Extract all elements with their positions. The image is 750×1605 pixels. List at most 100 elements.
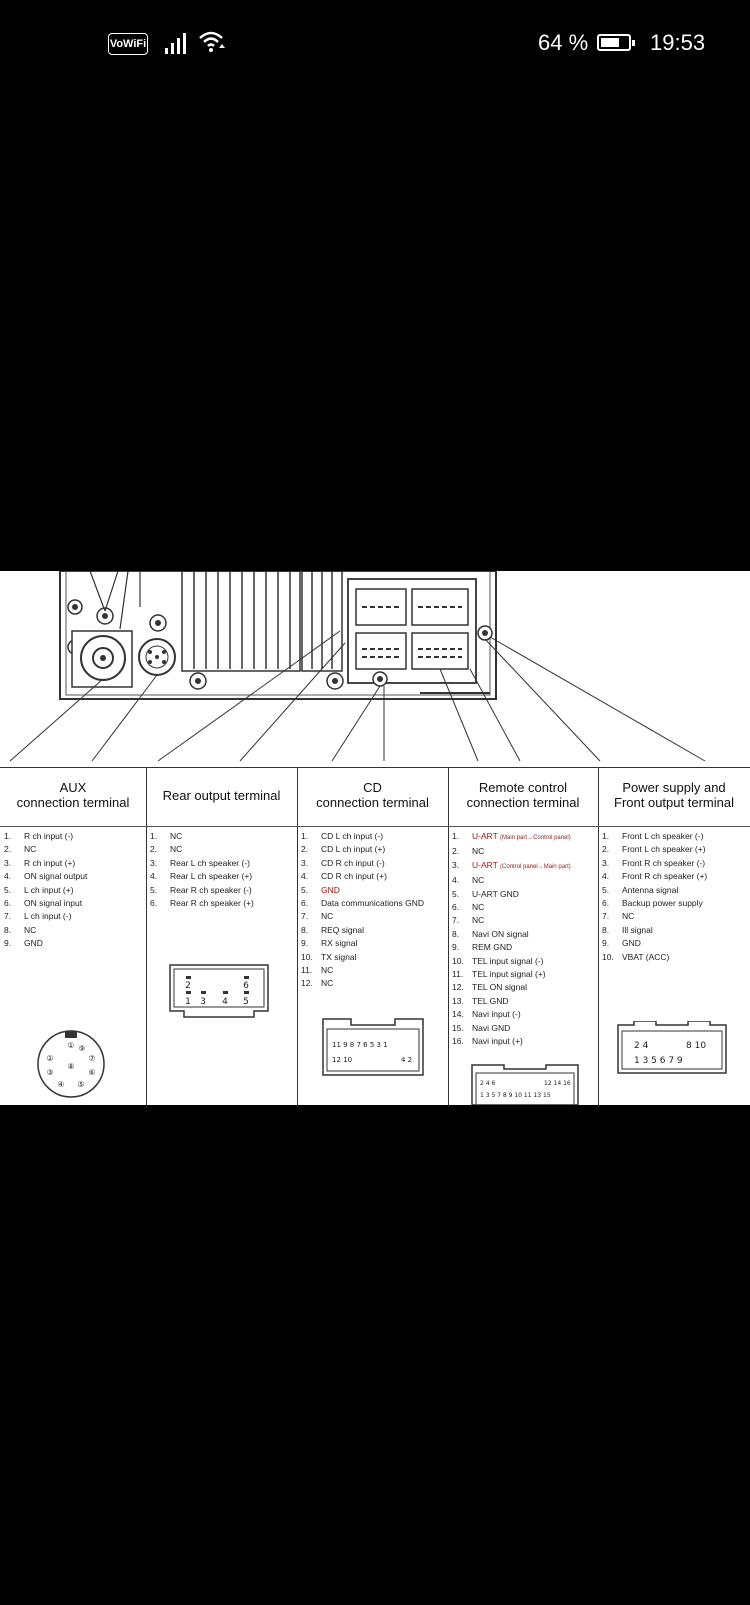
svg-text:6: 6 — [243, 981, 249, 991]
svg-text:11 9 8 7 6 5 3 1: 11 9 8 7 6 5 3 1 — [332, 1041, 388, 1049]
power-supply-pin-list: 1.Front L ch speaker (-) 2.Front L ch sp… — [602, 830, 748, 964]
rear-output-pin-list: 1.NC 2.NC 3.Rear L ch speaker (-) 4.Rear… — [150, 830, 295, 910]
pin-row: 7.NC — [301, 911, 334, 922]
column-divider — [448, 767, 449, 1105]
svg-text:5: 5 — [243, 997, 249, 1007]
svg-text:2: 2 — [185, 981, 191, 991]
aux-pin-list: 1.R ch input (-) 2.NC 3.R ch input (+) 4… — [4, 830, 144, 951]
pin-row: 8.NC — [4, 924, 37, 935]
pin-row: 9.RX signal — [301, 938, 358, 949]
pin-row: 10.TX signal — [301, 951, 357, 962]
svg-text:1 3 5 6 7 9: 1 3 5 6 7 9 — [634, 1056, 683, 1066]
pin-row: 7.NC — [602, 911, 635, 922]
table-top-rule — [0, 767, 750, 768]
vowifi-icon: VoWiFi — [108, 33, 148, 55]
pin-row: 5.Antenna signal — [602, 884, 679, 895]
pin-row: 12.NC — [301, 978, 334, 989]
svg-text:1: 1 — [185, 997, 191, 1007]
pin-row: 3.Rear L ch speaker (-) — [150, 857, 250, 868]
pin-row: 15.Navi GND — [452, 1022, 511, 1033]
svg-text:4 2: 4 2 — [401, 1056, 412, 1064]
pin-row: 4.Front R ch speaker (+) — [602, 871, 708, 882]
pin-row: 11.NC — [301, 965, 334, 976]
status-bar: VoWiFi 64 % 19:53 — [0, 0, 750, 90]
pin-row: 7.NC — [452, 915, 485, 926]
rear-output-connector-diagram: 2 6 1 3 4 5 — [169, 964, 269, 1018]
pin-row: 1.Front L ch speaker (-) — [602, 831, 704, 841]
remote-control-pin-list: 1.U-ART (Main part→Control panel) 2.NC 3… — [452, 830, 596, 1049]
battery-icon — [597, 34, 635, 51]
aux-connector-diagram: ① ② ③ ④ ⑤ ⑥ ⑦ ⑧ ⑨ — [37, 1030, 105, 1098]
signal-icon — [165, 32, 191, 54]
rear-output-terminal-title: Rear output terminal — [162, 787, 281, 803]
svg-text:⑧: ⑧ — [67, 1062, 74, 1071]
pin-row: 16.Navi input (+) — [452, 1036, 523, 1047]
pin-row: 5.L ch input (+) — [4, 884, 74, 895]
pin-row: 6.NC — [452, 902, 485, 913]
pin-row: 5.Rear R ch speaker (-) — [150, 884, 252, 895]
pin-row: 9.GND — [4, 938, 43, 949]
pin-row: 9.REM GND — [452, 942, 513, 953]
pin-row: 4.Rear L ch speaker (+) — [150, 871, 253, 882]
clock: 19:53 — [650, 30, 706, 55]
cd-connector-diagram: 11 9 8 7 6 5 3 1 12 10 4 2 — [322, 1018, 424, 1076]
svg-text:3: 3 — [200, 997, 206, 1007]
pin-row: 2.NC — [452, 846, 485, 857]
svg-text:④: ④ — [57, 1080, 64, 1089]
pin-row: 5.GND — [301, 884, 340, 895]
power-supply-connector-diagram: 2 4 8 10 1 3 5 6 7 9 — [617, 1021, 727, 1074]
wifi-icon — [199, 31, 225, 52]
remote-control-connector-diagram: 2 4 6 12 14 16 1 3 5 7 8 9 10 11 13 15 — [471, 1064, 579, 1105]
svg-text:12 10: 12 10 — [332, 1056, 352, 1064]
svg-text:⑦: ⑦ — [88, 1054, 95, 1063]
pin-row: 6.Data communications GND — [301, 898, 424, 909]
pin-row: 12.TEL ON signal — [452, 982, 527, 993]
svg-text:4: 4 — [222, 997, 228, 1007]
pin-row: 7.L ch input (-) — [4, 911, 72, 922]
pin-row: 2.Front L ch speaker (+) — [602, 844, 706, 855]
svg-text:②: ② — [46, 1054, 53, 1063]
rear-output-terminal-column: Rear output terminal 1.NC 2.NC 3.Rear L … — [146, 767, 297, 1105]
pin-row: 8.Ill signal — [602, 924, 653, 935]
pin-row: 4.ON signal output — [4, 871, 88, 882]
battery-percent: 64 % — [538, 30, 589, 55]
pin-row: 1.U-ART (Main part→Control panel) — [452, 831, 571, 841]
pin-row: 4.NC — [452, 875, 485, 886]
pin-row: 5.U-ART GND — [452, 888, 519, 899]
svg-text:8 10: 8 10 — [686, 1041, 706, 1051]
pin-row: 3.U-ART (Control panel→Main part) — [452, 859, 571, 870]
pin-row: 1.R ch input (-) — [4, 831, 74, 841]
pin-row: 1.NC — [150, 831, 183, 841]
pin-row: 14.Navi input (-) — [452, 1009, 521, 1020]
pin-row: 2.NC — [4, 844, 37, 855]
svg-text:1 3 5 7 8 9 10 11 13 15: 1 3 5 7 8 9 10 11 13 15 — [480, 1092, 551, 1099]
pin-row: 13.TEL GND — [452, 995, 509, 1006]
pin-row: 4.CD R ch input (+) — [301, 871, 387, 882]
pin-row: 10.TEL input signal (-) — [452, 955, 544, 966]
pin-row: 10.VBAT (ACC) — [602, 951, 670, 962]
svg-text:⑤: ⑤ — [77, 1080, 84, 1089]
svg-text:①: ① — [67, 1041, 74, 1050]
pin-row: 8.Navi ON signal — [452, 928, 529, 939]
pin-row: 2.CD L ch input (+) — [301, 844, 386, 855]
pin-row: 3.CD R ch input (-) — [301, 857, 385, 868]
svg-text:⑥: ⑥ — [88, 1068, 95, 1077]
svg-text:2 4: 2 4 — [634, 1041, 649, 1051]
pin-row: 6.Backup power supply — [602, 898, 703, 909]
column-divider — [146, 767, 147, 1105]
svg-text:③: ③ — [46, 1068, 53, 1077]
pin-row: 8.REQ signal — [301, 924, 364, 935]
pin-row: 3.Front R ch speaker (-) — [602, 857, 706, 868]
column-divider — [297, 767, 298, 1105]
svg-text:12 14 16: 12 14 16 — [544, 1080, 571, 1087]
pin-row: 2.NC — [150, 844, 183, 855]
